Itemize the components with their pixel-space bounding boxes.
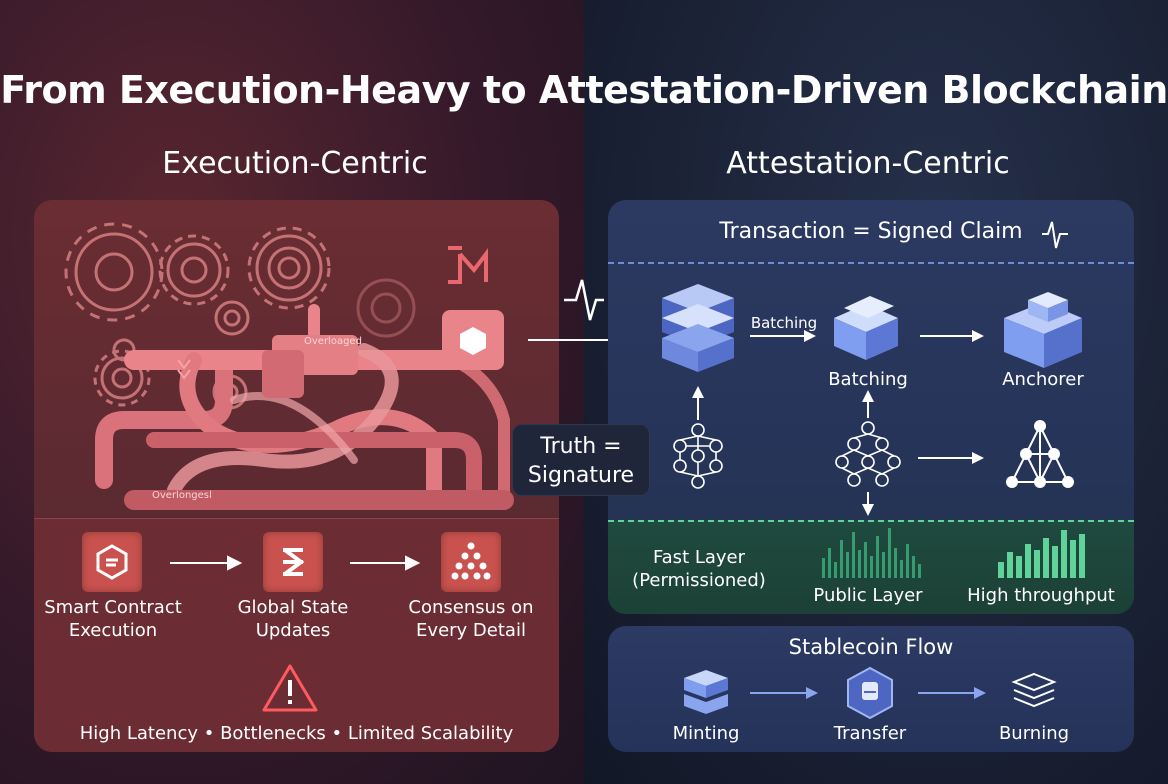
consensus-icon <box>441 532 501 592</box>
network-icon <box>835 421 901 487</box>
gear-icon <box>158 234 230 306</box>
overload-label: Overlongesl <box>152 490 212 501</box>
minting-label: Minting <box>672 723 740 744</box>
warning-icon <box>262 664 318 712</box>
public-layer-label: Public Layer <box>813 585 923 606</box>
batching-label: Batching <box>828 369 908 390</box>
global-state-updates-label: Global State Updates <box>237 597 349 641</box>
contract-symbol-icon <box>448 246 488 284</box>
contract-icon <box>82 532 142 592</box>
stablecoin-heading: Stablecoin Flow <box>788 635 954 659</box>
network-icon <box>673 423 723 489</box>
burning-label: Burning <box>998 723 1070 744</box>
green-dashed-divider <box>608 520 1134 522</box>
gear-icon <box>356 278 416 338</box>
page-title: From Execution-Heavy to Attestation-Driv… <box>0 68 1168 112</box>
high-throughput-label: High throughput <box>967 585 1115 606</box>
pulse-icon <box>564 279 604 321</box>
execution-centric-heading: Execution-Centric <box>162 146 428 181</box>
hexagon-icon <box>460 327 486 355</box>
execution-panel: Overloaged Overlongesl Smart Contract Ex… <box>34 200 559 752</box>
minting-icon <box>684 670 728 714</box>
throughput-chart-icon <box>998 530 1085 578</box>
batching-arrow-label: Batching <box>750 314 818 332</box>
state-icon <box>263 532 323 592</box>
warning-text: High Latency • Bottlenecks • Limited Sca… <box>79 723 514 744</box>
gears-and-pipes-illustration: Overloaged Overlongesl <box>64 222 514 510</box>
transfer-label: Transfer <box>833 723 907 744</box>
valve-icon <box>262 350 304 398</box>
attestation-flow-diagram <box>662 284 1082 516</box>
stablecoin-panel: Stablecoin Flow Minting Transfer Burning <box>608 626 1134 752</box>
signed-claim-label: Transaction = Signed Claim <box>608 220 1134 243</box>
gear-icon <box>214 300 250 336</box>
batching-icon <box>834 296 898 360</box>
gear-icon <box>93 349 151 407</box>
burning-icon <box>1011 672 1057 708</box>
anchorer-icon <box>1004 292 1082 368</box>
attestation-panel: Transaction = Signed Claim <box>608 200 1134 614</box>
anchorer-label: Anchorer <box>1002 369 1084 390</box>
attestation-centric-heading: Attestation-Centric <box>726 146 1010 181</box>
consensus-every-detail-label: Consensus on Every Detail <box>408 597 534 641</box>
public-layer-chart-icon <box>822 528 921 578</box>
fast-layer-label: Fast Layer (Permissioned) <box>632 547 766 591</box>
smart-contract-execution-label: Smart Contract Execution <box>44 597 182 641</box>
gear-icon <box>247 226 331 310</box>
overload-label: Overloaged <box>304 336 362 347</box>
gear-icon <box>64 222 164 322</box>
truth-signature-box: Truth = Signature <box>512 424 650 496</box>
pulse-icon <box>1042 221 1068 249</box>
signed-claim-text: Transaction = Signed Claim <box>719 219 1023 244</box>
step-arrows <box>170 555 421 571</box>
transfer-icon <box>847 666 893 720</box>
chevrons-icon <box>177 359 191 380</box>
dashed-divider <box>608 262 1134 264</box>
stack-icon <box>662 284 734 372</box>
stablecoin-flow-diagram <box>684 666 1057 720</box>
triangle-network-icon <box>1006 420 1074 488</box>
